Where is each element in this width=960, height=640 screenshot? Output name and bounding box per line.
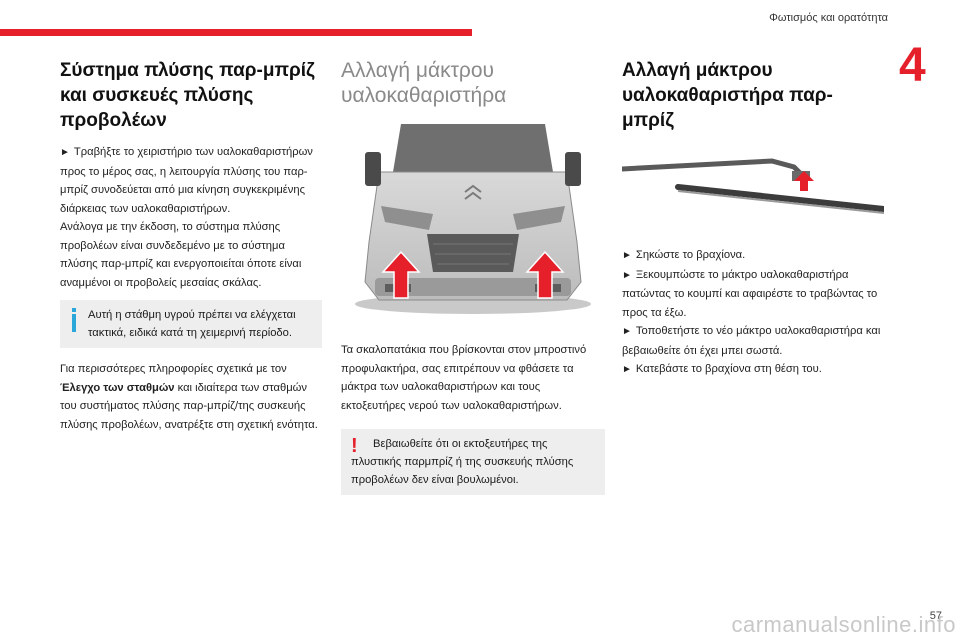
- step-1-text: Σηκώστε το βραχίονα.: [635, 249, 746, 261]
- washer-paragraph-2: Ανάλογα με την έκδοση, το σύστημα πλύσης…: [60, 221, 302, 289]
- bullet-arrow-icon: ►: [622, 326, 632, 337]
- step-2-text: Ξεκουμπώστε το μάκτρο υαλοκαθαριστήρα πα…: [622, 268, 878, 319]
- step-3-text: Τοποθετήστε το νέο μάκτρο υαλοκαθαριστήρ…: [622, 325, 881, 357]
- wiper-blade-title: Αλλαγή μάκτρου υαλοκαθαριστήρα: [341, 59, 507, 107]
- wiper-arm-illustration: [619, 151, 887, 226]
- washer-paragraph-1: ►Τραβήξτε το χειριστήριο των υαλοκαθαρισ…: [60, 143, 322, 218]
- step-4-text: Κατεβάστε το βραχίονα στη θέση του.: [635, 363, 822, 375]
- warning-text: Βεβαιωθείτε ότι οι εκτοξευτήρες της πλυσ…: [351, 438, 574, 486]
- info-text: Αυτή η στάθμη υγρού πρέπει να ελέγχεται …: [88, 309, 296, 339]
- step-1: ►Σηκώστε το βραχίονα.: [622, 246, 884, 266]
- para3-text-a: Για περισσότερες πληροφορίες σχετικά με …: [60, 363, 287, 375]
- warning-box: ! Βεβαιωθείτε ότι οι εκτοξευτήρες της πλ…: [341, 429, 605, 495]
- section-title: Φωτισμός και ορατότητα: [769, 12, 888, 24]
- warning-icon: !: [351, 435, 358, 457]
- wiper-blade-paragraph: Τα σκαλοπατάκια που βρίσκονται στον μπρο…: [341, 344, 587, 412]
- bullet-arrow-icon: ►: [622, 364, 632, 375]
- washer-paragraph-1-text: Τραβήξτε το χειριστήριο των υαλοκαθαριστ…: [60, 146, 313, 215]
- column-wiper-blade: Αλλαγή μάκτρου υαλοκαθαριστήρα: [341, 58, 605, 495]
- fluid-levels-link[interactable]: Έλεγχο των σταθμών: [60, 381, 175, 394]
- para3-text-b: και ιδιαίτερα των σταθμών του συστήματος…: [60, 381, 318, 431]
- release-arrow-icon: [794, 171, 814, 191]
- chapter-number: 4: [899, 39, 926, 92]
- windscreen-blade-title: Αλλαγή μάκτρου υαλοκαθαριστήρα παρ-μπρίζ: [622, 60, 833, 131]
- column-windscreen-blade: Αλλαγή μάκτρου υαλοκαθαριστήρα παρ-μπρίζ…: [619, 58, 887, 380]
- washer-title: Σύστημα πλύσης παρ-μπρίζ και συσκευές πλ…: [60, 60, 315, 131]
- washer-paragraph-3: Για περισσότερες πληροφορίες σχετικά με …: [60, 360, 322, 434]
- column-washer: Σύστημα πλύσης παρ-μπρίζ και συσκευές πλ…: [60, 58, 322, 434]
- step-3: ►Τοποθετήστε το νέο μάκτρο υαλοκαθαριστή…: [622, 322, 884, 360]
- bullet-arrow-icon: ►: [60, 147, 70, 158]
- van-front-illustration: [341, 122, 605, 327]
- step-left-arrow-icon: [381, 250, 421, 299]
- wiper-arm-svg: [619, 158, 887, 214]
- watermark: carmanualsonline.info: [731, 612, 956, 637]
- bullet-arrow-icon: ►: [622, 269, 632, 281]
- top-accent-bar: [0, 29, 472, 36]
- step-right-arrow-icon: [525, 250, 565, 299]
- info-icon: [70, 308, 78, 332]
- bullet-arrow-icon: ►: [622, 250, 632, 261]
- page-number: 57: [929, 610, 942, 622]
- step-2: ►Ξεκουμπώστε το μάκτρο υαλοκαθαριστήρα π…: [622, 266, 884, 323]
- van-front-svg: [355, 124, 591, 314]
- info-box: Αυτή η στάθμη υγρού πρέπει να ελέγχεται …: [60, 300, 322, 348]
- step-4: ►Κατεβάστε το βραχίονα στη θέση του.: [622, 360, 884, 380]
